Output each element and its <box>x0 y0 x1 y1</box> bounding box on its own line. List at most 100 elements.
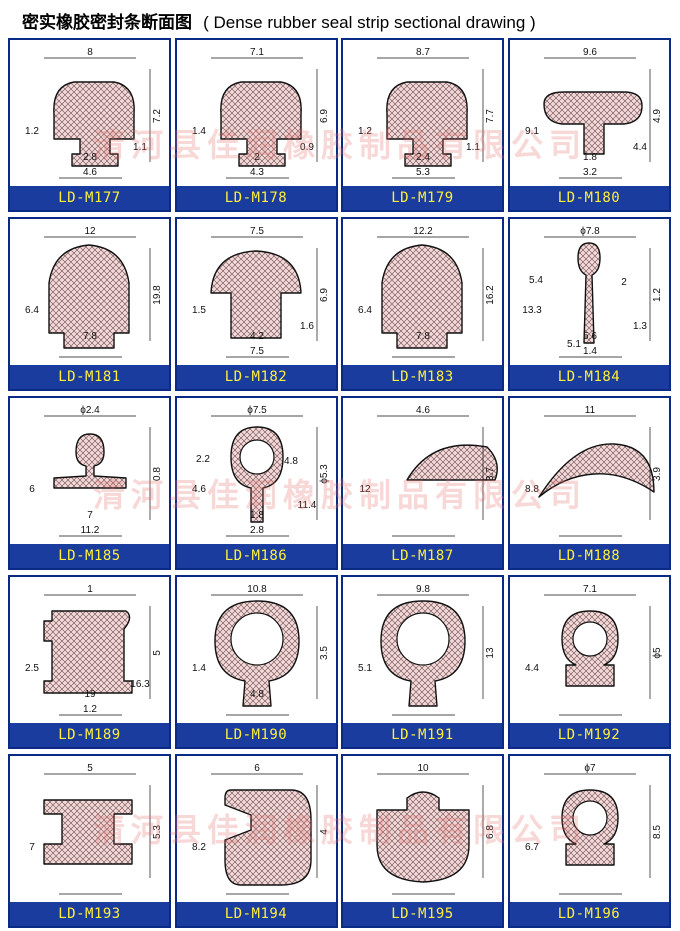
profile-code: LD-M186 <box>176 544 336 568</box>
seal-profile-outline <box>386 81 468 167</box>
profile-drawing: 113.98.8 <box>525 405 663 537</box>
profile-code: LD-M184 <box>509 365 669 389</box>
seal-profile-outline <box>381 244 463 349</box>
profile-code: LD-M185 <box>10 544 169 568</box>
dimension-label: 7.5 <box>250 346 264 357</box>
dimension-label: 5.1 <box>567 339 581 350</box>
profile-code: LD-M195 <box>343 902 502 926</box>
dimension-label: 4.8 <box>284 456 298 467</box>
dimension-label: 6.7 <box>525 842 539 853</box>
dimension-label: 3.7 <box>485 467 496 481</box>
dimension-label: 10 <box>417 763 429 774</box>
profile-code: LD-M178 <box>176 186 336 210</box>
dimension-label: 4.8 <box>250 689 264 700</box>
profile-code: LD-M180 <box>509 186 669 210</box>
dimension-label: 19.8 <box>152 285 163 305</box>
dimension-label: 1.6 <box>300 321 314 332</box>
dimension-label: 4.6 <box>83 167 97 178</box>
profile-code: LD-M192 <box>509 723 669 747</box>
dimension-label: 7.2 <box>152 109 163 123</box>
profile-code: LD-M177 <box>10 186 169 210</box>
dimension-label: 4 <box>319 829 330 835</box>
dimension-label: 1.2 <box>83 704 97 715</box>
seal-profile-outline <box>542 91 643 155</box>
profile-code: LD-M194 <box>176 902 336 926</box>
dimension-label: 3.9 <box>652 467 663 481</box>
page-title: 密实橡胶密封条断面图 ( Dense rubber seal strip sec… <box>0 0 680 38</box>
dimension-label: 1.5 <box>192 305 206 316</box>
dimension-label: 6.4 <box>25 305 39 316</box>
dimension-label: 8.5 <box>652 825 663 839</box>
seal-profile-outline <box>376 791 470 883</box>
dimension-label: 5 <box>152 650 163 656</box>
dimension-label: 2 <box>254 152 260 163</box>
profile-drawing: ϕ78.56.7 <box>525 763 663 895</box>
dimension-label: 13.3 <box>522 305 542 316</box>
dimension-label: 2 <box>621 277 627 288</box>
profile-drawing: 8.77.71.22.45.31.1 <box>358 47 496 179</box>
seal-profile-outline <box>219 81 302 167</box>
dimension-label: 4.4 <box>525 663 539 674</box>
dimension-label: 7.8 <box>416 331 430 342</box>
profile-code: LD-M193 <box>10 902 169 926</box>
dimension-label: ϕ2.4 <box>80 405 100 416</box>
profile-drawing: 10.83.51.44.8 <box>192 584 330 716</box>
seal-profile-outline <box>43 610 133 694</box>
profile-drawing: 12.216.26.47.8 <box>358 226 496 358</box>
dimension-label: 6 <box>29 484 35 495</box>
profile-drawing: 7.56.91.54.27.51.6 <box>192 226 330 358</box>
title-chinese: 密实橡胶密封条断面图 <box>22 13 192 33</box>
dimension-label: 6.4 <box>358 305 372 316</box>
profile-drawing: 7.16.91.424.30.9 <box>192 47 330 179</box>
profile-code: LD-M189 <box>10 723 169 747</box>
profile-code: LD-M196 <box>509 902 669 926</box>
dimension-label: 7.1 <box>250 47 264 58</box>
dimension-label: 3.5 <box>319 646 330 660</box>
profile-code: LD-M190 <box>176 723 336 747</box>
dimension-label: 7.7 <box>485 109 496 123</box>
profile-drawing: 106.8 <box>376 763 496 895</box>
dimension-label: 1.8 <box>250 510 264 521</box>
dimension-label: 3.2 <box>583 167 597 178</box>
dimension-label: 5.4 <box>529 275 543 286</box>
profile-code: LD-M188 <box>509 544 669 568</box>
dimension-label: ϕ5 <box>652 647 663 659</box>
dimension-label: 13 <box>485 647 496 659</box>
dimension-label: 1.2 <box>358 126 372 137</box>
dimension-label: 8.2 <box>192 842 206 853</box>
seal-profile-outline <box>209 250 302 339</box>
dimension-label: 7.5 <box>250 226 264 237</box>
dimension-label: 6.9 <box>319 288 330 302</box>
dimension-label: ϕ7.8 <box>580 226 600 237</box>
dimension-label: 19 <box>84 689 96 700</box>
profile-code: LD-M191 <box>343 723 502 747</box>
dimension-label: 1 <box>87 584 93 595</box>
dimension-label: 9.1 <box>525 126 539 137</box>
profile-hollow <box>571 621 608 657</box>
dimension-label: ϕ5.3 <box>319 464 330 484</box>
dimension-label: 1.4 <box>192 126 206 137</box>
dimension-label: 0.8 <box>152 467 163 481</box>
dimension-label: 1.4 <box>192 663 206 674</box>
dimension-label: 5.3 <box>416 167 430 178</box>
dimension-label: 1.2 <box>652 288 663 302</box>
profile-drawing: 648.2 <box>192 763 330 895</box>
